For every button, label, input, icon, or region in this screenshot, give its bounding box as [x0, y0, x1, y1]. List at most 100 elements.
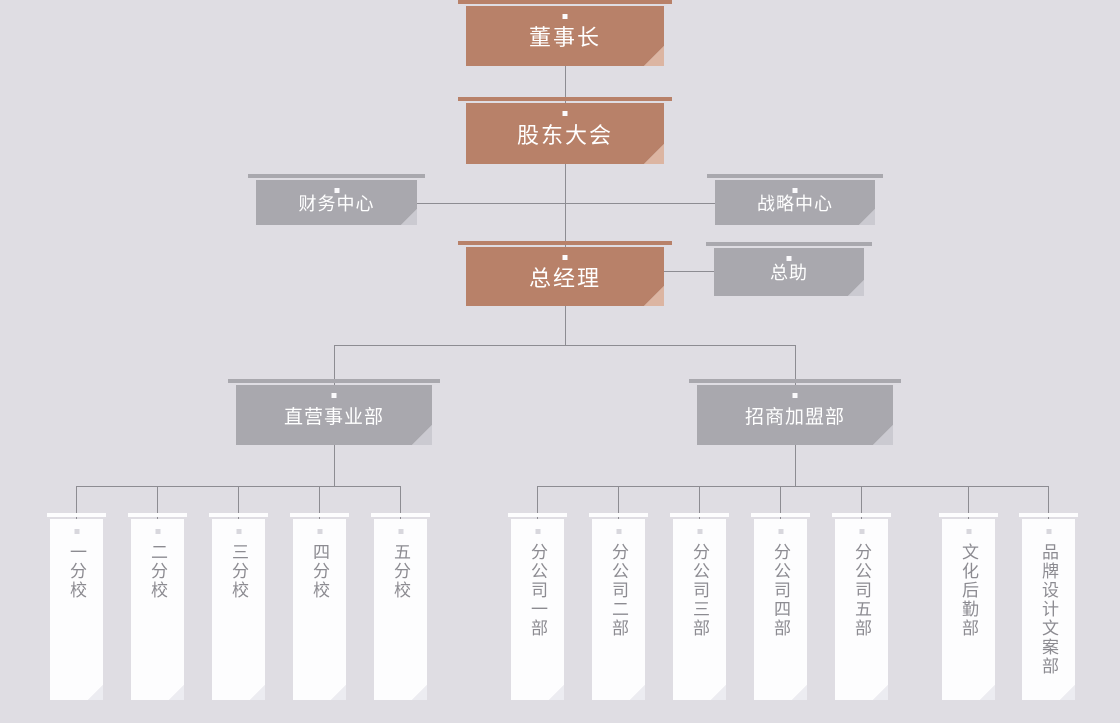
node-top-stripe: [707, 174, 883, 178]
node-top-stripe: [290, 513, 349, 517]
node-body: 二分校: [131, 519, 184, 700]
connector-dot: [562, 14, 568, 19]
connector-dot: [155, 529, 160, 534]
node-top-stripe: [209, 513, 268, 517]
node-culture-logistics[interactable]: 文化后勤部: [939, 513, 998, 700]
connector-drop-school-2: [157, 486, 158, 529]
node-school-5[interactable]: 五分校: [371, 513, 430, 700]
node-top-stripe: [751, 513, 810, 517]
node-top-stripe: [228, 379, 440, 383]
connector-dot: [1046, 529, 1051, 534]
connector-drop-school-3: [238, 486, 239, 529]
connector-direct-feeder: [334, 445, 335, 486]
node-branch-company-4[interactable]: 分公司四部: [751, 513, 810, 700]
node-body: 分公司三部: [673, 519, 726, 700]
node-top-stripe: [832, 513, 891, 517]
node-label: 分公司四部: [771, 543, 790, 638]
node-label: 一分校: [67, 543, 86, 600]
node-body: 战略中心: [715, 180, 875, 225]
connector-gm-split: [565, 306, 566, 345]
node-general-manager[interactable]: 总经理: [458, 241, 672, 306]
connector-dot: [74, 529, 79, 534]
node-label: 品牌设计文案部: [1039, 543, 1058, 676]
node-label: 股东大会: [516, 122, 613, 148]
connector-dot: [792, 393, 798, 398]
connector-dot: [535, 529, 540, 534]
connector-drop-school-5: [400, 486, 401, 529]
node-top-stripe: [248, 174, 425, 178]
node-school-3[interactable]: 三分校: [209, 513, 268, 700]
node-label: 招商加盟部: [744, 406, 845, 428]
node-top-stripe: [689, 379, 901, 383]
connector-dot: [334, 188, 339, 193]
connector-schools-bar: [76, 486, 400, 487]
node-brand-design-copy[interactable]: 品牌设计文案部: [1019, 513, 1078, 700]
connector-chairman-shareholders: [565, 66, 566, 113]
connector-branches-bar: [537, 486, 1048, 487]
connector-dot: [562, 255, 568, 260]
node-label: 文化后勤部: [959, 543, 978, 638]
node-top-stripe: [508, 513, 567, 517]
node-body: 分公司四部: [754, 519, 807, 700]
connector-franchise-feeder: [795, 445, 796, 486]
node-label: 五分校: [391, 543, 410, 600]
node-chairman[interactable]: 董事长: [458, 0, 672, 66]
node-label: 分公司一部: [528, 543, 547, 638]
connector-dot: [398, 529, 403, 534]
node-body: 一分校: [50, 519, 103, 700]
node-direct-division[interactable]: 直营事业部: [228, 379, 440, 445]
node-body: 三分校: [212, 519, 265, 700]
connector-dot: [966, 529, 971, 534]
node-label: 三分校: [229, 543, 248, 600]
connector-drop-branch-5: [861, 486, 862, 529]
node-top-stripe: [458, 0, 672, 4]
connector-dot: [236, 529, 241, 534]
connector-dot: [697, 529, 702, 534]
node-top-stripe: [670, 513, 729, 517]
node-branch-company-2[interactable]: 分公司二部: [589, 513, 648, 700]
connector-split-bar: [334, 345, 795, 346]
node-general-assistant[interactable]: 总助: [706, 242, 872, 296]
node-branch-company-5[interactable]: 分公司五部: [832, 513, 891, 700]
node-top-stripe: [706, 242, 872, 246]
connector-shareholders-gm: [565, 164, 566, 255]
node-label: 二分校: [148, 543, 167, 600]
connector-gm-assistant: [664, 271, 714, 272]
connector-dot: [792, 188, 798, 193]
connector-drop-branch-1: [537, 486, 538, 529]
node-top-stripe: [458, 241, 672, 245]
node-body: 文化后勤部: [942, 519, 995, 700]
node-label: 总助: [770, 263, 808, 283]
connector-split-direct: [334, 345, 335, 393]
node-label: 四分校: [310, 543, 329, 600]
connector-drop-school-1: [76, 486, 77, 529]
node-branch-company-3[interactable]: 分公司三部: [670, 513, 729, 700]
connector-drop-branch-3: [699, 486, 700, 529]
node-label: 战略中心: [757, 193, 833, 214]
node-body: 分公司五部: [835, 519, 888, 700]
node-shareholders-meeting[interactable]: 股东大会: [458, 97, 672, 164]
node-label: 分公司二部: [609, 543, 628, 638]
node-top-stripe: [589, 513, 648, 517]
node-body: 股东大会: [466, 103, 664, 164]
node-finance-center[interactable]: 财务中心: [248, 174, 425, 225]
connector-dot: [859, 529, 864, 534]
node-school-1[interactable]: 一分校: [47, 513, 106, 700]
node-school-2[interactable]: 二分校: [128, 513, 187, 700]
node-school-4[interactable]: 四分校: [290, 513, 349, 700]
node-label: 分公司三部: [690, 543, 709, 638]
node-strategy-center[interactable]: 战略中心: [707, 174, 883, 225]
node-label: 董事长: [528, 25, 601, 50]
connector-split-franchise: [795, 345, 796, 393]
node-top-stripe: [458, 97, 672, 101]
connector-drop-school-4: [319, 486, 320, 529]
node-franchise-division[interactable]: 招商加盟部: [689, 379, 901, 445]
connector-dot: [317, 529, 322, 534]
node-label: 总经理: [528, 265, 601, 291]
connector-dot: [616, 529, 621, 534]
node-top-stripe: [1019, 513, 1078, 517]
connector-drop-branch-6: [968, 486, 969, 529]
node-branch-company-1[interactable]: 分公司一部: [508, 513, 567, 700]
node-top-stripe: [939, 513, 998, 517]
